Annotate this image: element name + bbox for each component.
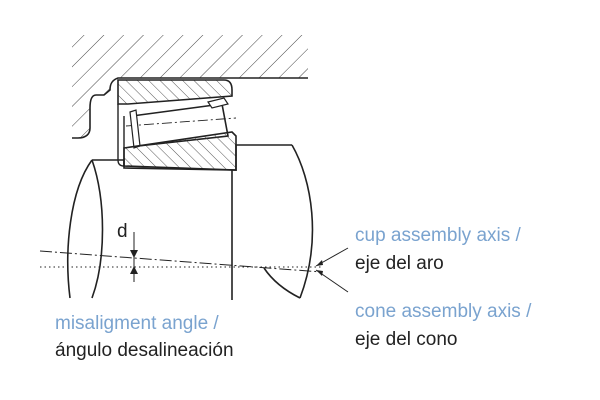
cup-assembly-axis-line (39, 250, 323, 273)
misalignment-angle-marker (130, 232, 138, 282)
d-label: d (117, 221, 128, 242)
housing (72, 35, 308, 139)
cup-axis-label-en: cup assembly axis / (355, 225, 521, 246)
bearing-cup (117, 79, 233, 105)
leader-lines (315, 247, 349, 293)
misalignment-label-en: misaligment angle / (55, 313, 219, 334)
cup-axis-label-es: eje del aro (355, 253, 444, 274)
shaft (67, 144, 314, 300)
cone-axis-label-en: cone assembly axis / (355, 301, 532, 322)
misalignment-label-es: ángulo desalineación (55, 340, 234, 361)
cone-axis-label-es: eje del cono (355, 329, 458, 350)
